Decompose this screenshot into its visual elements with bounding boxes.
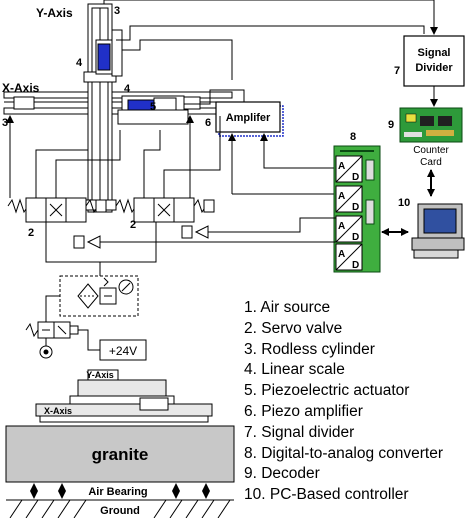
ground-hatch — [6, 499, 234, 518]
callout-8: 8 — [350, 131, 356, 143]
dac-a-label: A — [338, 221, 345, 232]
legend-item: 1. Air source — [244, 299, 331, 316]
dac-d-label: D — [352, 172, 359, 183]
dac-chip-3 — [335, 215, 363, 243]
solenoid-valve — [25, 321, 79, 339]
valve-driver-left — [73, 235, 336, 249]
callout-10: 10 — [398, 197, 410, 209]
legend-item: 9. Decoder — [244, 465, 320, 483]
signal-divider: Signal Divider — [403, 35, 465, 87]
counter-card-text-2: Card — [420, 157, 442, 168]
callout-3-left: 3 — [2, 117, 8, 129]
callout-5: 5 — [150, 101, 156, 113]
air-bearing-label: Air Bearing — [88, 486, 147, 498]
mini-y-axis-label: Y-Axis — [86, 370, 114, 380]
callout-3-top: 3 — [114, 5, 120, 17]
mini-xy-stage — [35, 369, 213, 423]
valve-driver-right — [181, 217, 336, 239]
granite-base: granite — [5, 425, 235, 483]
signal-divider-text-2: Divider — [415, 62, 453, 74]
callout-2-left: 2 — [28, 227, 34, 239]
legend-item: 10. PC-Based controller — [244, 486, 409, 504]
supply-voltage-text: +24V — [109, 344, 137, 358]
signal-divider-text-1: Signal — [417, 47, 450, 59]
counter-card — [399, 107, 463, 143]
dac-a-label: A — [338, 191, 345, 202]
supply-voltage-box: +24V — [99, 339, 147, 361]
dac-d-label: D — [352, 260, 359, 271]
callout-6: 6 — [205, 117, 211, 129]
y-axis-label: Y-Axis — [36, 6, 73, 20]
legend-list: 1. Air source 2. Servo valve 3. Rodless … — [244, 298, 443, 506]
callout-4-y: 4 — [76, 57, 83, 69]
granite-label: granite — [92, 445, 149, 464]
dac-chip-1 — [335, 155, 363, 183]
computer-icon — [411, 203, 465, 259]
x-carriage — [117, 95, 189, 125]
dac-d-label: D — [352, 202, 359, 213]
dac-chip-4 — [335, 243, 363, 271]
air-prep-unit — [59, 275, 139, 317]
amplifier: Amplifer — [215, 101, 284, 137]
callout-2-right: 2 — [130, 219, 136, 231]
y-piezo-core — [97, 43, 111, 71]
x-axis-label: X-Axis — [2, 81, 40, 95]
legend-item: 3. Rodless cylinder — [244, 340, 375, 358]
callout-4-x: 4 — [124, 83, 131, 95]
counter-card-text-1: Counter — [413, 145, 449, 156]
servo-valve-left — [7, 197, 107, 223]
legend-item: 2. Servo valve — [244, 319, 343, 337]
dac-a-label: A — [338, 161, 345, 172]
dac-chip-2 — [335, 185, 363, 213]
mini-x-axis-label: X-Axis — [44, 406, 72, 416]
ground-label: Ground — [100, 505, 140, 517]
y-axis-stage — [83, 3, 117, 213]
legend-item: 6. Piezo amplifier — [244, 402, 363, 420]
callout-9: 9 — [388, 119, 394, 131]
amplifier-text: Amplifer — [226, 112, 271, 124]
callout-7: 7 — [394, 65, 400, 77]
y-piezo-actuator — [95, 29, 123, 77]
legend-item: 4. Linear scale — [244, 361, 345, 379]
legend-item: 5. Piezoelectric actuator — [244, 382, 410, 400]
legend-item: 7. Signal divider — [244, 423, 355, 441]
legend-item: 8. Digital-to-analog converter — [244, 444, 444, 462]
dac-board: A D A D A D A D — [333, 145, 381, 273]
air-bearing-arrows — [30, 483, 210, 499]
dac-a-label: A — [338, 249, 345, 260]
dac-d-label: D — [352, 232, 359, 243]
air-source-icon — [39, 345, 53, 359]
